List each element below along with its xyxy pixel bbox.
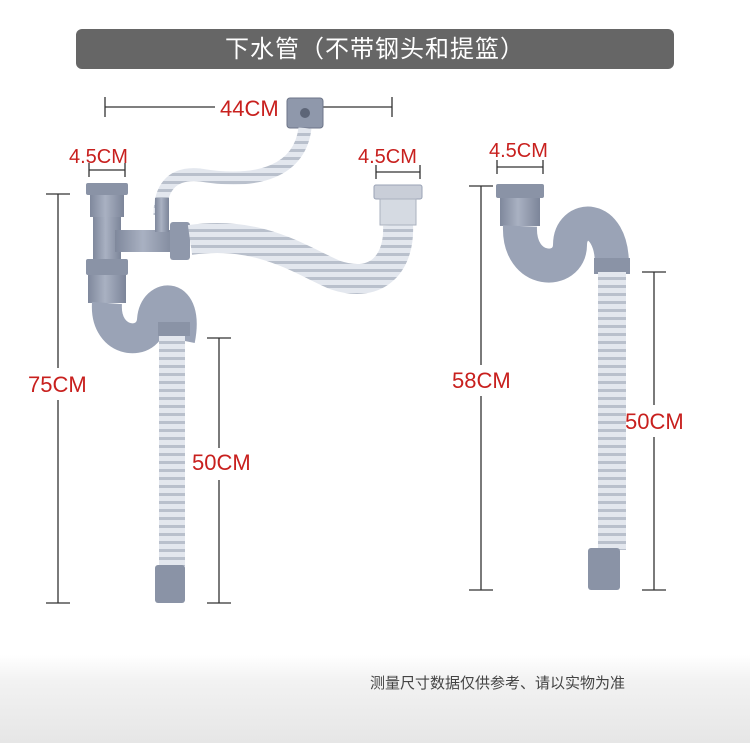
inlet-cap (496, 184, 544, 198)
lower-nut-a (86, 259, 128, 275)
double-sink-drain (86, 97, 423, 603)
trap-nut (594, 258, 630, 274)
right-inlet-cap (373, 184, 423, 200)
right-inlet-label: 4.5CM (489, 140, 548, 162)
right-height-label: 58CM (452, 368, 511, 393)
hose-end (588, 548, 620, 590)
right-hose-label: 50CM (625, 409, 684, 434)
left-height-label: 75CM (28, 372, 87, 397)
connecting-hose (187, 223, 414, 294)
left-width-label: 44CM (220, 96, 279, 121)
left-inlet-cap (86, 183, 128, 195)
drain-hose (598, 272, 626, 550)
hose-nut (170, 222, 190, 260)
s-trap (503, 206, 629, 283)
lower-nut-b (88, 275, 126, 303)
tee-branch (115, 230, 177, 252)
bottom-shadow (0, 655, 750, 743)
overflow-hole (300, 108, 310, 118)
left-inlet-nut (90, 195, 124, 217)
left-hose-label: 50CM (192, 450, 251, 475)
right-inlet-nut (379, 198, 417, 226)
disclaimer-note: 测量尺寸数据仅供参考、请以实物为准 (370, 674, 626, 692)
left-inlet-a-label: 4.5CM (69, 146, 128, 168)
title-bar: 下水管（不带钢头和提篮） (76, 29, 674, 69)
left-s-trap (91, 285, 197, 354)
single-sink-drain (496, 184, 630, 590)
overflow-connector (155, 198, 169, 232)
overflow-hose (153, 126, 312, 216)
left-drain-hose (159, 336, 185, 566)
inlet-nut (500, 198, 540, 226)
left-hose-end (155, 565, 185, 603)
trap-nut (158, 322, 190, 336)
left-inlet-b-label: 4.5CM (358, 146, 417, 168)
title-text: 下水管（不带钢头和提篮） (225, 35, 525, 63)
